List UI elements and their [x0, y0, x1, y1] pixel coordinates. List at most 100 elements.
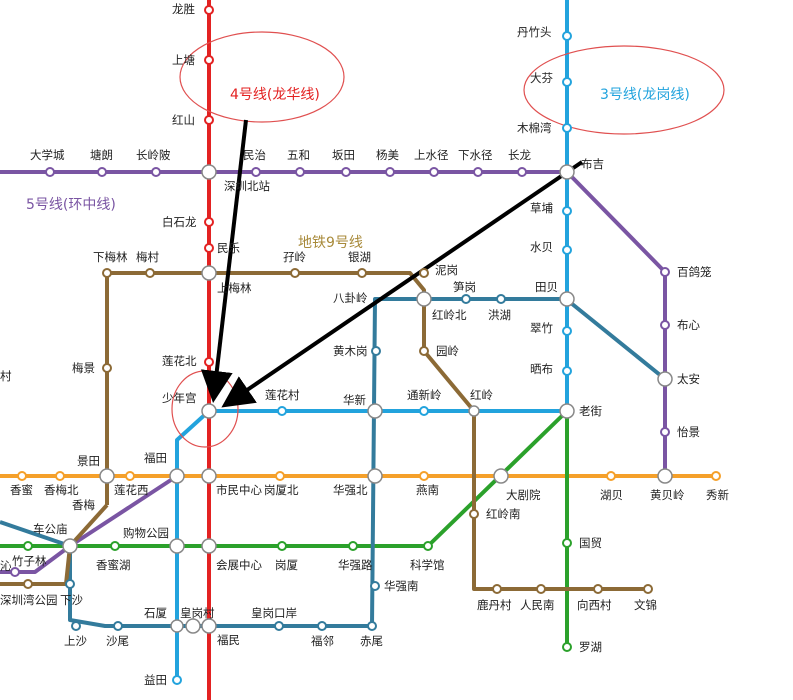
station-shenzhenwan[interactable]: [23, 579, 33, 589]
station-honglingnan[interactable]: [469, 509, 479, 519]
station-lianhuacun[interactable]: [277, 406, 287, 416]
station-lianhuaxi[interactable]: [125, 471, 135, 481]
station-shangshuijing[interactable]: [429, 167, 439, 177]
station-ziling[interactable]: [290, 268, 300, 278]
station-shaibu[interactable]: [562, 366, 572, 376]
station-yinhu[interactable]: [357, 268, 367, 278]
label-changlingpi: 长岭陂: [136, 148, 171, 162]
station-bantian[interactable]: [341, 167, 351, 177]
station-daxuecheng[interactable]: [45, 167, 55, 177]
interchange-tianbei[interactable]: [559, 291, 575, 307]
interchange-chegongmiao[interactable]: [62, 538, 78, 554]
station-hongshan[interactable]: [204, 115, 214, 125]
label-laojie: 老街: [579, 404, 602, 418]
station-baigelong[interactable]: [660, 267, 670, 277]
station-shangsha[interactable]: [71, 621, 81, 631]
interchange-shangmeilin[interactable]: [201, 265, 217, 281]
station-mumianwan[interactable]: [562, 123, 572, 133]
station-huaqiangnan[interactable]: [370, 581, 380, 591]
station-gangxiabei[interactable]: [275, 471, 285, 481]
station-renminnan[interactable]: [536, 584, 546, 594]
station-buxin[interactable]: [660, 320, 670, 330]
station-baishilong[interactable]: [204, 217, 214, 227]
interchange-baguaing[interactable]: [416, 291, 432, 307]
interchange-jingtian[interactable]: [99, 468, 115, 484]
label-left-edge-1: 村: [0, 369, 12, 383]
station-lianhuabei[interactable]: [204, 357, 214, 367]
interchange-huizhanzhongxin[interactable]: [201, 538, 217, 554]
station-xiasha-9[interactable]: [10, 567, 20, 577]
station-yijing[interactable]: [660, 427, 670, 437]
station-ludancun[interactable]: [492, 584, 502, 594]
station-caopu[interactable]: [562, 206, 572, 216]
station-hubei[interactable]: [606, 471, 616, 481]
station-chiwei[interactable]: [367, 621, 377, 631]
station-gangxia[interactable]: [277, 541, 287, 551]
station-shawei[interactable]: [113, 621, 123, 631]
station-yangmei[interactable]: [385, 167, 395, 177]
label-danzhutou: 丹竹头: [517, 25, 552, 39]
station-zhuzilin[interactable]: [23, 541, 33, 551]
station-shangtang[interactable]: [204, 55, 214, 65]
station-changlingpi[interactable]: [151, 167, 161, 177]
station-nigang[interactable]: [419, 268, 429, 278]
station-xiasha[interactable]: [65, 579, 75, 589]
interchange-huangbeiling[interactable]: [657, 468, 673, 484]
station-xiangmi[interactable]: [17, 471, 27, 481]
station-xiangxicun[interactable]: [593, 584, 603, 594]
station-tongxinling[interactable]: [419, 406, 429, 416]
station-minle[interactable]: [204, 243, 214, 253]
interchange-dajuyuan[interactable]: [493, 468, 509, 484]
station-huaqianglu[interactable]: [348, 541, 358, 551]
station-meijing[interactable]: [102, 363, 112, 373]
station-huangmugang[interactable]: [371, 346, 381, 356]
interchange-laojie[interactable]: [559, 403, 575, 419]
station-xiashuijing[interactable]: [473, 167, 483, 177]
station-luohu[interactable]: [562, 642, 572, 652]
interchange-hongling[interactable]: [468, 405, 480, 417]
station-fulin[interactable]: [317, 621, 327, 631]
station-kexueguan[interactable]: [423, 541, 433, 551]
station-hongshu[interactable]: [496, 294, 506, 304]
station-dafen[interactable]: [562, 77, 572, 87]
interchange-shenzhenbei[interactable]: [201, 164, 217, 180]
interchange-taian[interactable]: [657, 371, 673, 387]
label-xiangxicun: 向西村: [577, 598, 612, 612]
interchange-huanggangcun[interactable]: [185, 618, 201, 634]
label-meijing: 梅景: [72, 361, 95, 375]
station-xiuxin[interactable]: [711, 471, 721, 481]
station-wuhe[interactable]: [295, 167, 305, 177]
label-wenjin: 文锦: [634, 598, 657, 612]
station-danzhutou[interactable]: [562, 31, 572, 41]
station-longsheng[interactable]: [204, 5, 214, 15]
interchange-shiminzhongxin[interactable]: [201, 468, 217, 484]
station-shuibei[interactable]: [562, 245, 572, 255]
interchange-gouwugongyuan[interactable]: [169, 538, 185, 554]
label-huaxin: 华新: [343, 393, 366, 407]
station-huanggangkouan[interactable]: [274, 621, 284, 631]
station-changlong[interactable]: [517, 167, 527, 177]
station-yuanling[interactable]: [419, 346, 429, 356]
station-minzhi[interactable]: [251, 167, 261, 177]
arrow-from-line3-callout: [221, 160, 584, 408]
station-wenjin[interactable]: [643, 584, 653, 594]
interchange-shaoniangong[interactable]: [201, 403, 217, 419]
station-sungang[interactable]: [461, 294, 471, 304]
interchange-futian[interactable]: [169, 468, 185, 484]
interchange-huaxin[interactable]: [367, 403, 383, 419]
station-xiameilin[interactable]: [102, 268, 112, 278]
label-yinhu: 银湖: [348, 250, 371, 264]
station-yannan[interactable]: [419, 471, 429, 481]
interchange-buji[interactable]: [559, 164, 575, 180]
interchange-fumin[interactable]: [201, 618, 217, 634]
arrow-from-line4-callout: [200, 119, 248, 403]
interchange-shixia[interactable]: [170, 619, 184, 633]
station-cuizhu[interactable]: [562, 326, 572, 336]
station-xiangmihu[interactable]: [110, 541, 120, 551]
station-meicun[interactable]: [145, 268, 155, 278]
station-yitian[interactable]: [172, 675, 182, 685]
station-xiangmeibei[interactable]: [55, 471, 65, 481]
station-guomao[interactable]: [562, 538, 572, 548]
station-tanglang[interactable]: [97, 167, 107, 177]
interchange-huaqiangbei[interactable]: [367, 468, 383, 484]
